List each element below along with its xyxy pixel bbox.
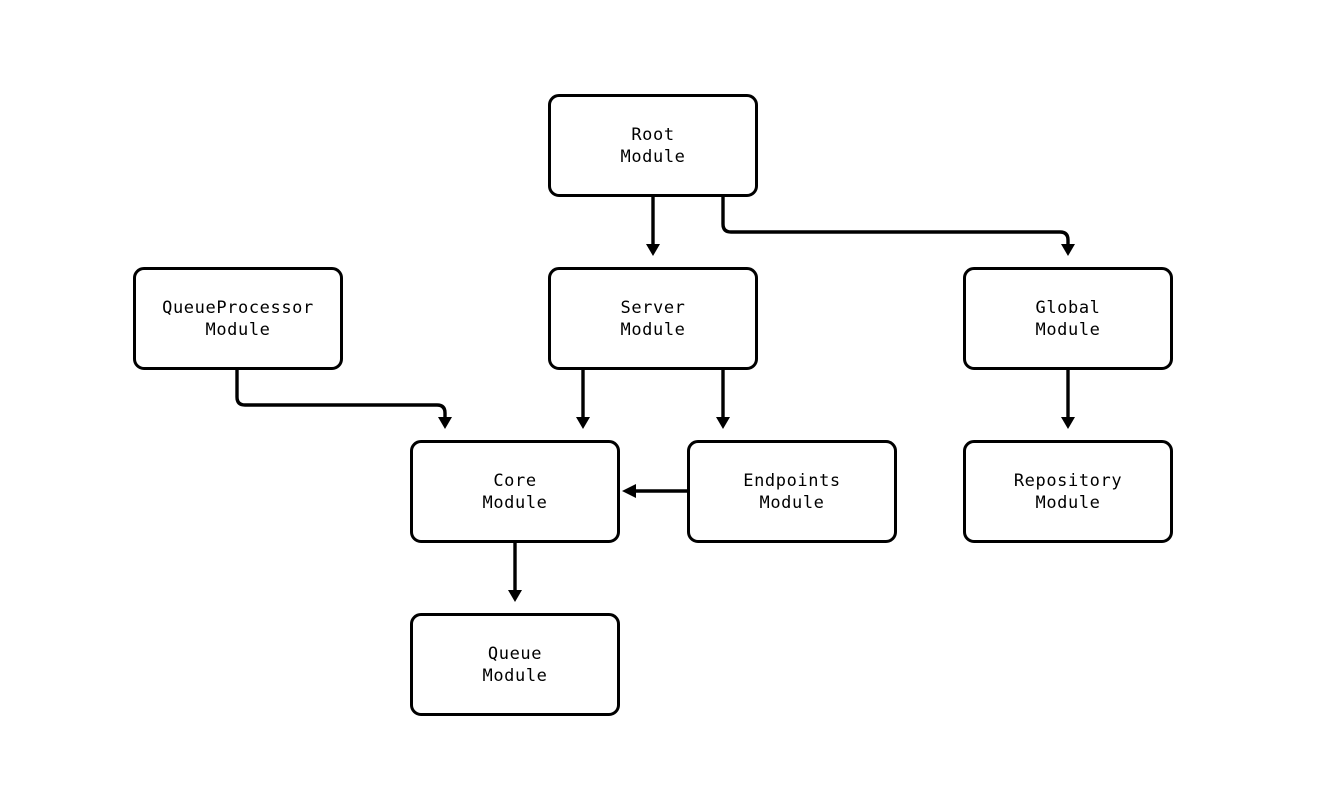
node-global[interactable]: Global Module xyxy=(963,267,1173,370)
node-queue-label-line1: Queue xyxy=(487,643,543,664)
edge-root-global xyxy=(721,197,1075,256)
edge-server-endpoints xyxy=(716,370,730,429)
node-endpoints-label-line1: Endpoints xyxy=(743,470,841,491)
edge-global-repository xyxy=(1061,370,1075,429)
node-server[interactable]: Server Module xyxy=(548,267,758,370)
node-endpoints-label-line2: Module xyxy=(759,492,825,513)
node-global-label-line2: Module xyxy=(1035,319,1101,340)
node-core-label-line1: Core xyxy=(493,470,537,491)
node-queue-label-line2: Module xyxy=(482,665,548,686)
node-core[interactable]: Core Module xyxy=(410,440,620,543)
node-queue[interactable]: Queue Module xyxy=(410,613,620,716)
edge-root-server xyxy=(646,197,660,256)
node-server-label-line1: Server xyxy=(620,297,686,318)
node-root[interactable]: Root Module xyxy=(548,94,758,197)
node-queueprocessor-label-line1: QueueProcessor xyxy=(162,297,314,318)
edge-queueprocessor-core xyxy=(235,370,452,429)
edge-endpoints-core xyxy=(622,484,687,498)
edge-core-queue xyxy=(508,543,522,602)
node-queueprocessor-label-line2: Module xyxy=(205,319,271,340)
edge-server-core xyxy=(576,370,590,429)
node-queueprocessor[interactable]: QueueProcessor Module xyxy=(133,267,343,370)
node-server-label-line2: Module xyxy=(620,319,686,340)
node-endpoints[interactable]: Endpoints Module xyxy=(687,440,897,543)
node-root-label-line2: Module xyxy=(620,146,686,167)
node-repository-label-line1: Repository xyxy=(1013,470,1123,491)
node-repository[interactable]: Repository Module xyxy=(963,440,1173,543)
node-root-label-line1: Root xyxy=(631,124,675,145)
node-core-label-line2: Module xyxy=(482,492,548,513)
node-repository-label-line2: Module xyxy=(1035,492,1101,513)
node-global-label-line1: Global xyxy=(1035,297,1101,318)
